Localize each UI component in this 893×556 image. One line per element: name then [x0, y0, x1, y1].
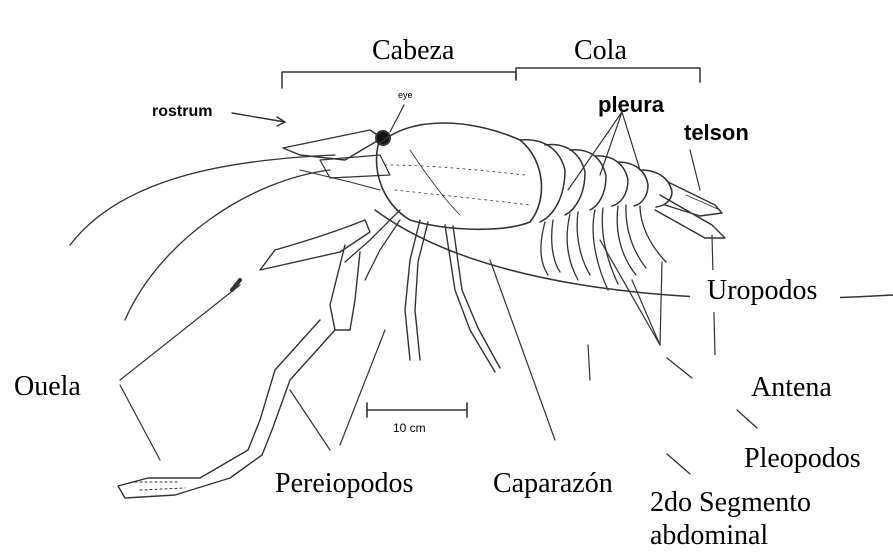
pleopodos-pointer-c — [660, 262, 662, 345]
cheliped-merus — [330, 245, 360, 330]
ouela-pointer-upper — [120, 285, 240, 380]
label-segmento-line1: 2do Segmento — [650, 489, 811, 517]
carapace-shape — [377, 123, 542, 229]
label-eye: eye — [398, 91, 413, 100]
caparazon-pointer — [490, 260, 555, 440]
ouela-pointer — [120, 385, 160, 460]
label-telson: telson — [684, 122, 749, 144]
label-uropodos: Uropodos — [707, 277, 817, 305]
segmento-pointer — [588, 345, 590, 380]
pleopod-2 — [567, 214, 578, 280]
pleopodos-pointer-a — [600, 240, 660, 345]
label-cabeza: Cabeza — [372, 37, 454, 65]
label-segmento-line2: abdominal — [650, 522, 768, 550]
label-rostrum: rostrum — [152, 104, 212, 120]
cheliped-carpus — [248, 320, 320, 450]
abdomen-seg-4 — [595, 156, 628, 206]
antenna-lower-left — [125, 170, 330, 320]
pereiopodos-pointer-2 — [290, 390, 330, 450]
label-cola: Cola — [574, 37, 627, 65]
label-pleopodos: Pleopodos — [744, 445, 861, 473]
label-caparazon: Caparazón — [493, 470, 613, 498]
pleura-pointer — [568, 112, 640, 190]
pleopodos-tick — [737, 410, 757, 428]
segmento-tick — [667, 454, 690, 474]
abdomen-seg-1 — [520, 140, 565, 222]
label-scale: 10 cm — [393, 422, 426, 434]
label-pleura: pleura — [598, 94, 664, 116]
eye-pointer — [390, 105, 404, 132]
telson-pointer — [690, 150, 700, 190]
pereiopod-4 — [365, 220, 400, 280]
scale-bar — [367, 403, 467, 417]
label-antena: Antena — [751, 374, 832, 402]
pereiopod-3 — [345, 210, 400, 262]
cabeza-bracket — [282, 72, 516, 88]
telson-shape — [665, 182, 722, 216]
pleopod-1 — [541, 222, 548, 275]
antenna-upper-left — [70, 155, 335, 245]
pleopodos-pointer-b — [632, 280, 660, 345]
label-ouela: Ouela — [14, 373, 81, 401]
uropod-shape — [655, 195, 725, 238]
cola-bracket — [516, 68, 700, 82]
cheliped-upper — [260, 220, 370, 270]
cheliped-propodus — [118, 450, 262, 498]
label-pereiopodos: Pereiopodos — [275, 470, 413, 498]
pereiopod-2 — [445, 225, 495, 372]
pereiopodos-pointer — [340, 330, 385, 445]
antena-tick — [667, 358, 692, 378]
